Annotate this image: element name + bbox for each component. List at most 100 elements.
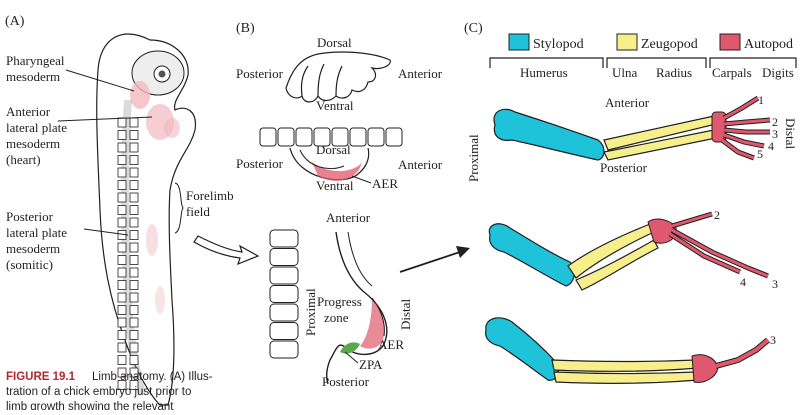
pharyngeal-leader [65,69,135,92]
limb-bud [325,231,388,385]
caption-title: FIGURE 19.1 [6,371,76,383]
legend-swatch-autopod [719,33,741,51]
b-distal: Distal [398,299,413,330]
somite [117,255,127,265]
anterior-lpm-label: Anterior lateral plate mesoderm (heart) [6,104,67,167]
digit-2-top: 2 [772,115,778,129]
hollow-arrow [193,235,260,266]
somite [129,230,139,240]
cross-section-somite [277,127,295,147]
forelimb-label: Forelimb field [186,188,234,219]
cross-section-somite [349,127,367,147]
svg-text:Anterior: Anterior [6,104,51,119]
bracket-carpals: Carpals [712,65,752,80]
pharyngeal-mesoderm-region [130,81,150,109]
b-posterior-bud: Posterior [322,374,370,389]
somite [129,155,139,165]
somite [117,205,127,215]
legend-label-autopod: Autopod [744,37,793,52]
humerus-middle [488,223,575,287]
svg-text:lateral plate: lateral plate [6,120,67,135]
panel-b-label: (B) [236,21,255,36]
limb-skeleton-bottom: 3 [485,317,776,384]
somite [129,367,139,378]
svg-text:Posterior: Posterior [6,209,54,224]
c-anterior: Anterior [605,95,650,110]
aer-section [312,162,362,181]
c-posterior: Posterior [600,160,648,175]
b-posterior-mid: Posterior [236,156,284,171]
somite [117,180,127,190]
cross-section-somite [259,127,277,147]
cross-section-somite [367,127,385,147]
digit-5-top: 5 [757,147,763,161]
digit-4-mid: 4 [740,275,746,289]
somite [129,242,139,253]
autopod-top [711,95,771,161]
ulna-bottom [553,371,699,384]
somite [117,367,127,378]
ulna-middle [575,239,659,291]
legend-swatch-zeugopod [616,33,638,51]
cross-section-somites [259,127,403,147]
svg-text:mesoderm: mesoderm [6,136,60,151]
somite [117,305,127,315]
somite [129,317,139,328]
somite [117,167,127,178]
somite [117,292,127,303]
somite [129,117,139,128]
limb-skeleton-middle: 2 4 3 [488,208,778,291]
digit-3-bot: 3 [770,333,776,347]
svg-text:Limb anatomy. (A) Illus-: Limb anatomy. (A) Illus- [92,371,213,383]
somite [117,117,127,128]
digit-4-top: 4 [768,139,774,153]
digit-3-mid: 3 [772,277,778,291]
somite [117,142,127,153]
b-anterior-mid: Anterior [398,157,443,172]
somite [117,242,127,253]
b-posterior-top: Posterior [236,66,284,81]
bud-somite [269,248,299,266]
bud-somite [269,285,299,303]
svg-text:limb growth showing the releva: limb growth showing the relevant [6,401,174,410]
limb-cross-section [259,127,403,181]
somite [129,167,139,178]
b-aer-mid: AER [372,176,398,191]
somite [129,142,139,153]
b-dorsal-top: Dorsal [317,35,352,50]
pharyngeal-label: Pharyngeal mesoderm [6,53,65,84]
progress-zone-2: zone [324,310,349,325]
somite [129,217,139,228]
svg-text:tration of a chick embryo just: tration of a chick embryo just prior to [6,386,191,398]
b-anterior-top: Anterior [398,66,443,81]
svg-text:field: field [186,204,210,219]
svg-text:Pharyngeal: Pharyngeal [6,53,65,68]
panel-a-label: (A) [5,14,25,29]
somite [129,355,139,365]
bud-somite [269,322,299,340]
limb-bud-somite-column [269,229,299,359]
somite [117,317,127,328]
somite [129,192,139,203]
b-dorsal-mid: Dorsal [316,142,351,157]
somite [129,292,139,303]
panel-c-label: (C) [464,21,483,36]
hand-sketch [285,51,391,103]
somite [117,267,127,278]
somite [129,255,139,265]
b-proximal: Proximal [303,288,318,336]
somite [117,130,127,140]
somite [129,130,139,140]
b-ventral-top: Ventral [316,98,354,113]
aer-bud [360,300,385,349]
somite [129,205,139,215]
svg-text:(somitic): (somitic) [6,257,53,272]
bud-somite [269,229,299,248]
c-proximal: Proximal [466,134,481,182]
svg-text:mesoderm: mesoderm [6,69,60,84]
somites [117,117,139,390]
cross-section-somite [385,127,403,147]
autopod-middle [647,211,769,279]
somite [129,305,139,315]
c-distal: Distal [783,118,798,149]
